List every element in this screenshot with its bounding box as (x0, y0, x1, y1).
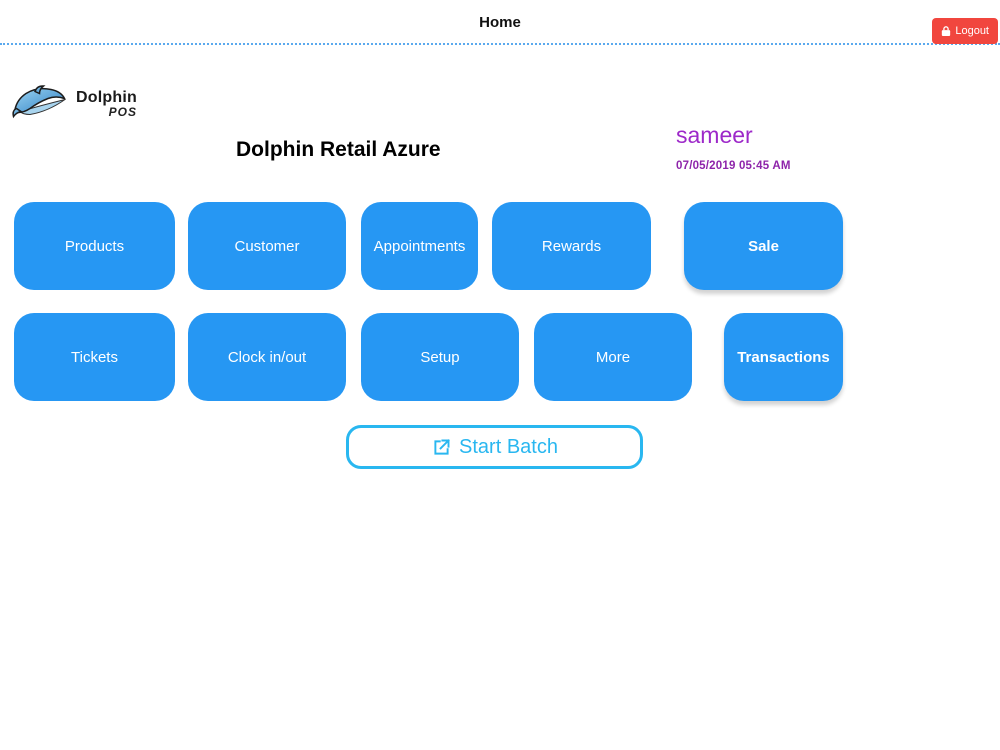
menu-button-appointments[interactable]: Appointments (361, 202, 478, 290)
menu-button-tickets[interactable]: Tickets (14, 313, 175, 401)
logo-subtitle: POS (108, 105, 137, 119)
logout-button[interactable]: Logout (932, 18, 998, 44)
menu-button-products[interactable]: Products (14, 202, 175, 290)
menu-button-clock-in-out[interactable]: Clock in/out (188, 313, 346, 401)
menu-button-customer[interactable]: Customer (188, 202, 346, 290)
lock-icon (941, 25, 951, 37)
menu-button-transactions[interactable]: Transactions (724, 313, 843, 401)
page-title: Dolphin Retail Azure (236, 138, 441, 161)
menu-button-setup[interactable]: Setup (361, 313, 519, 401)
dolphin-icon (12, 82, 72, 129)
login-datetime: 07/05/2019 05:45 AM (676, 160, 791, 172)
start-batch-label: Start Batch (459, 435, 558, 458)
open-external-icon (431, 437, 452, 458)
menu-button-sale[interactable]: Sale (684, 202, 843, 290)
user-name: sameer (676, 122, 753, 148)
top-bar: Home Logout (0, 0, 1000, 45)
logo-wordmark: Dolphin POS (76, 89, 137, 119)
menu-button-rewards[interactable]: Rewards (492, 202, 651, 290)
page-header-title: Home (479, 14, 521, 31)
start-batch-button[interactable]: Start Batch (346, 425, 643, 469)
menu-button-more[interactable]: More (534, 313, 692, 401)
app-logo: Dolphin POS (12, 82, 137, 129)
logo-name: Dolphin (76, 89, 137, 106)
logout-label: Logout (955, 25, 989, 37)
